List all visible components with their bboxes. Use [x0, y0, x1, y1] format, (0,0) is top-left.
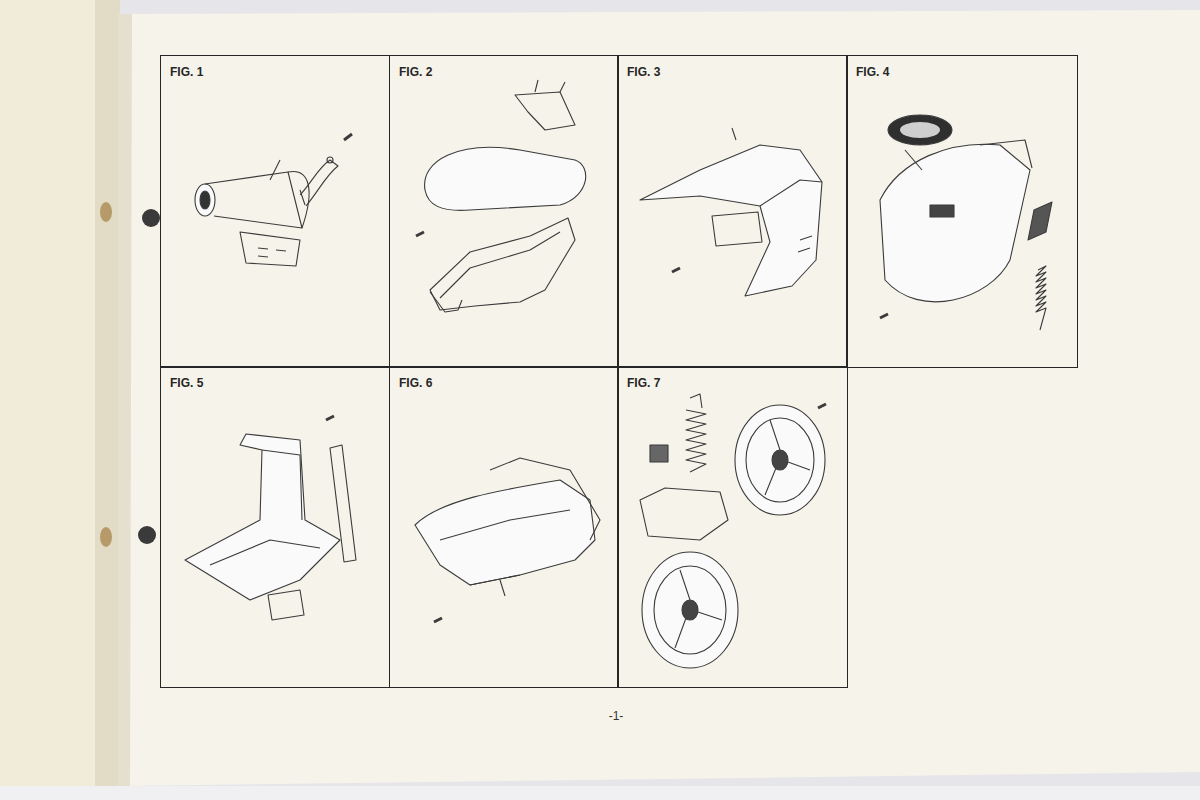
handle-cover-figure	[415, 458, 600, 622]
drawing-stroke	[118, 14, 132, 786]
drawing-stroke	[690, 394, 702, 408]
drawing-stroke	[765, 420, 810, 495]
drawing-stroke	[300, 160, 338, 206]
drawing-stroke	[746, 418, 814, 502]
drawing-stroke	[654, 566, 726, 654]
figure-panel: FIG. 7	[617, 366, 848, 688]
drawing-stroke	[195, 184, 215, 216]
drawing-stroke	[798, 236, 812, 252]
drawing-stroke	[732, 128, 736, 140]
drawing-stroke	[416, 232, 424, 236]
seat-figure	[416, 80, 586, 312]
drawing-stroke	[880, 144, 1030, 302]
drawing-stroke	[434, 618, 442, 622]
drawing-stroke	[268, 590, 304, 620]
drawing-stroke	[490, 458, 600, 540]
drawing-stroke	[327, 157, 333, 163]
drawing-stroke	[818, 404, 826, 408]
drawing-stroke	[430, 218, 575, 310]
drawing-stroke	[675, 570, 722, 648]
drawing-stroke	[735, 405, 825, 515]
drawing-stroke	[240, 232, 300, 266]
floor-panel-figure	[185, 416, 356, 620]
drawing-stroke	[185, 434, 340, 600]
wheels-shock-figure	[640, 394, 826, 668]
figure-panel: FIG. 5	[160, 366, 390, 688]
drawing-stroke	[100, 202, 112, 222]
figure-label: FIG. 4	[856, 65, 889, 79]
drawing-stroke	[262, 450, 302, 520]
drawing-stroke	[210, 540, 320, 565]
drawing-stroke	[0, 0, 120, 790]
drawing-stroke	[288, 172, 309, 228]
drawing-stroke	[515, 92, 575, 130]
drawing-stroke	[712, 212, 762, 246]
figure-panel: FIG. 2	[389, 55, 619, 368]
drawing-stroke	[1036, 266, 1046, 330]
drawing-stroke	[760, 180, 822, 206]
drawing-stroke	[425, 147, 586, 210]
drawing-stroke	[880, 314, 888, 318]
drawing-stroke	[682, 600, 698, 620]
figure-label: FIG. 5	[170, 376, 203, 390]
drawing-stroke	[205, 172, 302, 228]
drawing-stroke	[772, 450, 788, 470]
drawing-stroke	[258, 248, 286, 257]
front-cover-figure	[880, 115, 1052, 330]
drawing-stroke	[326, 416, 334, 420]
drawing-stroke	[640, 488, 728, 540]
figure-panel: FIG. 6	[389, 366, 619, 688]
drawing-stroke	[200, 191, 210, 209]
drawing-stroke	[440, 510, 570, 540]
drawing-stroke	[642, 552, 738, 668]
drawing-stroke	[930, 205, 954, 217]
drawing-stroke	[142, 209, 160, 227]
drawing-stroke	[330, 445, 356, 562]
drawing-stroke	[1028, 202, 1052, 240]
rear-fender-figure	[640, 128, 822, 296]
drawing-stroke	[650, 445, 668, 462]
drawing-stroke	[430, 292, 462, 312]
figure-panel: FIG. 1	[160, 55, 390, 368]
drawing-stroke	[95, 0, 120, 790]
drawing-stroke	[440, 232, 560, 298]
figure-label: FIG. 2	[399, 65, 432, 79]
figure-label: FIG. 3	[627, 65, 660, 79]
drawing-stroke	[100, 527, 112, 547]
drawing-stroke	[0, 786, 1200, 800]
figure-panel: FIG. 4	[846, 55, 1078, 368]
muffler-figure	[195, 134, 352, 266]
drawing-stroke	[118, 10, 1200, 786]
drawing-stroke	[640, 145, 822, 296]
figure-label: FIG. 1	[170, 65, 203, 79]
drawing-stroke	[344, 134, 352, 140]
page-number: -1-	[609, 709, 624, 723]
drawing-stroke	[905, 150, 922, 170]
figure-label: FIG. 6	[399, 376, 432, 390]
figure-panel: FIG. 3	[617, 55, 848, 368]
drawing-stroke	[470, 575, 520, 596]
drawing-stroke	[535, 80, 565, 92]
drawing-stroke	[672, 268, 680, 272]
drawing-stroke	[415, 480, 595, 585]
drawing-stroke	[900, 122, 940, 138]
drawing-stroke	[888, 115, 952, 145]
drawing-stroke	[138, 526, 156, 544]
drawing-stroke	[270, 160, 305, 205]
figure-label: FIG. 7	[627, 376, 660, 390]
drawing-stroke	[686, 410, 706, 472]
drawing-stroke	[980, 140, 1032, 168]
